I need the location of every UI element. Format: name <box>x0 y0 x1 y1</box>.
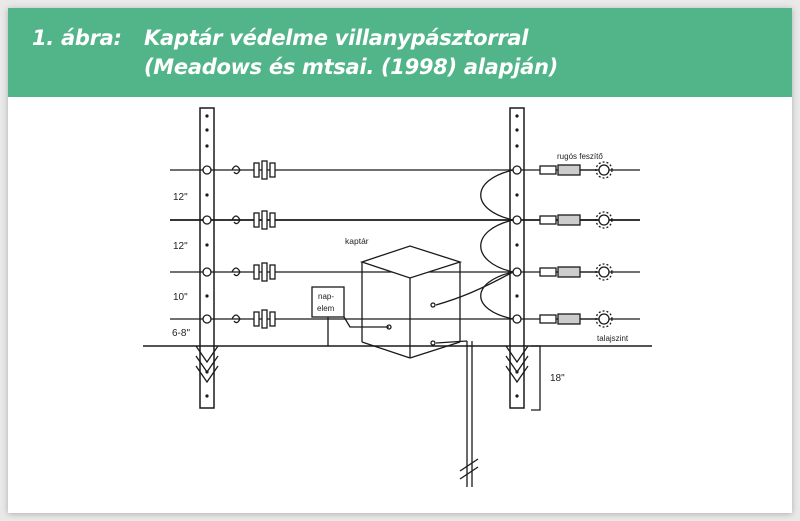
solar-panel-box <box>311 286 345 318</box>
figure-header: 1. ábra: Kaptár védelme villanypásztorral… <box>8 8 792 97</box>
left-post-anchor <box>195 345 219 364</box>
depth-label: 18" <box>550 373 565 384</box>
diagram-labels: 12" 12" 10" 6-8" kaptár nap- elem rugós … <box>172 152 629 384</box>
left-fence-post <box>199 107 215 409</box>
right-post-anchor <box>505 345 529 364</box>
figure-title: Kaptár védelme villanypásztorral <box>144 26 529 50</box>
figure-caption: 1. ábra: Kaptár védelme villanypásztorral… <box>32 24 558 82</box>
figure-number: 1. ábra: <box>32 26 122 50</box>
spacing-label-4: 6-8" <box>172 328 190 339</box>
figure-card: 1. ábra: Kaptár védelme villanypásztorral… <box>8 8 792 513</box>
fence-wire-2 <box>170 210 640 230</box>
right-fence-post <box>509 107 525 409</box>
electric-fence-diagram: 12" 12" 10" 6-8" kaptár nap- elem rugós … <box>143 107 652 487</box>
spacing-label-2: 12" <box>173 241 188 252</box>
tensioner-label: rugós feszítő <box>557 152 603 161</box>
beehive <box>359 245 463 359</box>
spacing-label-1: 12" <box>173 192 188 203</box>
depth-bracket <box>531 345 541 411</box>
jumper-wires <box>480 169 514 320</box>
figure-source: (Meadows és mtsai. (1998) alapján) <box>144 55 558 79</box>
spacing-label-3: 10" <box>173 292 188 303</box>
post-holes <box>205 114 519 398</box>
fence-wire-1 <box>170 160 640 180</box>
hive-label: kaptár <box>345 236 369 246</box>
fence-wire-4 <box>170 309 640 329</box>
ground-level-label: talajszint <box>597 334 629 343</box>
solar-label-line-1: nap- <box>318 292 334 301</box>
solar-label-line-2: elem <box>317 304 335 313</box>
ground-rod <box>459 341 479 487</box>
caption-line-1: 1. ábra: Kaptár védelme villanypásztorral <box>32 24 558 53</box>
